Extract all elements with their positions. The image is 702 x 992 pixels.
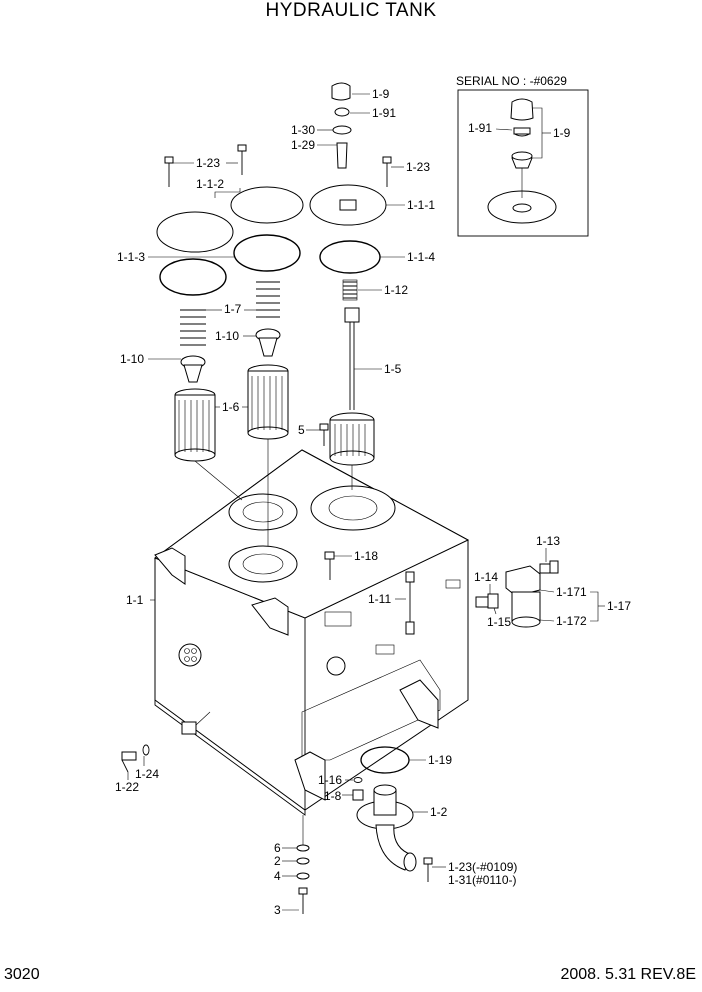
- label-1-16: 1-16: [318, 773, 342, 787]
- mounting-bracket-front: [251, 597, 289, 636]
- bolt-1-23-mid: [237, 144, 247, 175]
- leg-bracket-left: [294, 751, 326, 801]
- page-title: HYDRAULIC TANK: [265, 0, 437, 21]
- serial-inset-frame: [457, 89, 589, 237]
- revision-date: 2008. 5.31 REV.8E: [560, 966, 696, 983]
- label-1-17: 1-17: [607, 599, 631, 613]
- washer-6: [296, 844, 310, 852]
- label-1-24: 1-24: [135, 767, 159, 781]
- rod-1-5: [344, 307, 360, 410]
- label-1-1-1: 1-1-1: [407, 198, 435, 212]
- plug-1-8: [352, 789, 364, 801]
- filter-cartridge-1-172: [511, 591, 541, 628]
- label-1-7: 1-7: [224, 302, 242, 316]
- label-1-8: 1-8: [324, 789, 342, 803]
- washer-4: [296, 872, 310, 880]
- bolt-1-18: [324, 551, 335, 580]
- nut-2: [296, 857, 310, 865]
- label-1-10-left: 1-10: [120, 352, 144, 366]
- label-1-1-4: 1-1-4: [407, 250, 435, 264]
- label-1-10-right: 1-10: [215, 329, 239, 343]
- filter-element-1-5: [329, 412, 375, 466]
- valve-1-10-right: [255, 328, 281, 357]
- o-ring-1-1-3-a: [159, 258, 227, 296]
- sight-gauge: [178, 643, 202, 667]
- label-1-18: 1-18: [354, 549, 378, 563]
- tank-port-lower: [228, 545, 298, 583]
- label-1-22: 1-22: [115, 780, 139, 794]
- label-1-1-2: 1-1-2: [196, 177, 224, 191]
- cover-plate-1-1-2-a: [156, 211, 234, 253]
- tank-port-right: [310, 485, 396, 531]
- tank-port-left: [228, 493, 298, 531]
- label-1-2: 1-2: [430, 805, 448, 819]
- label-1-23-0109: 1-23(-#0109): [448, 860, 517, 874]
- bolt-5: [319, 423, 329, 446]
- bolt-3: [298, 887, 308, 914]
- bolt-1-23-right: [382, 156, 392, 187]
- side-port-flange: [326, 656, 346, 676]
- sensor-boss: [181, 721, 197, 735]
- label-1-15: 1-15: [487, 615, 511, 629]
- label-1-11: 1-11: [368, 592, 391, 606]
- label-1-12: 1-12: [384, 283, 408, 297]
- spring-1-7-left: [180, 309, 206, 346]
- inset-label-1-9: 1-9: [553, 126, 571, 140]
- o-ring-1-16: [353, 777, 363, 783]
- serial-box-label: SERIAL NO : -#0629: [456, 74, 567, 88]
- spring-1-12: [342, 279, 358, 301]
- label-1-30: 1-30: [291, 123, 315, 137]
- label-1-23-left: 1-23: [196, 156, 220, 170]
- label-1-31-0110: 1-31(#0110-): [448, 873, 516, 887]
- label-2: 2: [274, 854, 281, 868]
- bolt-1-23-1-31: [423, 857, 433, 882]
- label-3: 3: [274, 903, 281, 917]
- label-5: 5: [298, 423, 305, 437]
- label-1-19: 1-19: [428, 753, 452, 767]
- spring-1-7-right: [256, 281, 280, 318]
- label-6: 6: [274, 841, 281, 855]
- bolt-1-23-left: [164, 156, 174, 187]
- label-1-23-right: 1-23: [406, 160, 430, 174]
- breather-cap: [331, 82, 352, 169]
- hose-1-11: [405, 571, 415, 635]
- o-ring-1-24: [142, 744, 150, 756]
- filter-element-1-6: [247, 364, 289, 440]
- filter-element-left: [174, 388, 216, 462]
- leg-bracket-right: [399, 679, 439, 729]
- label-1-1: 1-1: [126, 593, 144, 607]
- label-1-14: 1-14: [474, 570, 498, 584]
- label-1-29: 1-29: [291, 138, 315, 152]
- label-1-5: 1-5: [384, 362, 402, 376]
- label-1-171: 1-171: [556, 585, 587, 599]
- label-1-1-3: 1-1-3: [117, 250, 145, 264]
- label-1-91: 1-91: [372, 106, 396, 120]
- cover-plate-1-1-2-b: [230, 186, 304, 224]
- label-1-172: 1-172: [556, 614, 587, 628]
- label-4: 4: [274, 869, 281, 883]
- mounting-bracket-left: [154, 547, 186, 585]
- fitting-1-13: [539, 560, 559, 574]
- o-ring-1-1-4: [319, 240, 381, 274]
- label-1-9: 1-9: [372, 87, 390, 101]
- label-1-6: 1-6: [222, 400, 240, 414]
- o-ring-1-1-3-b: [233, 234, 301, 272]
- sensor-1-22: [121, 751, 137, 773]
- label-1-13: 1-13: [536, 534, 560, 548]
- page-number: 3020: [4, 966, 40, 983]
- inset-breather-cap: [510, 98, 534, 169]
- suction-pipe-1-2: [356, 784, 417, 872]
- fitting-1-14: [475, 593, 499, 609]
- tank-body-1-1: [153, 449, 470, 816]
- inset-label-1-91: 1-91: [468, 121, 492, 135]
- valve-1-10-left: [180, 355, 206, 383]
